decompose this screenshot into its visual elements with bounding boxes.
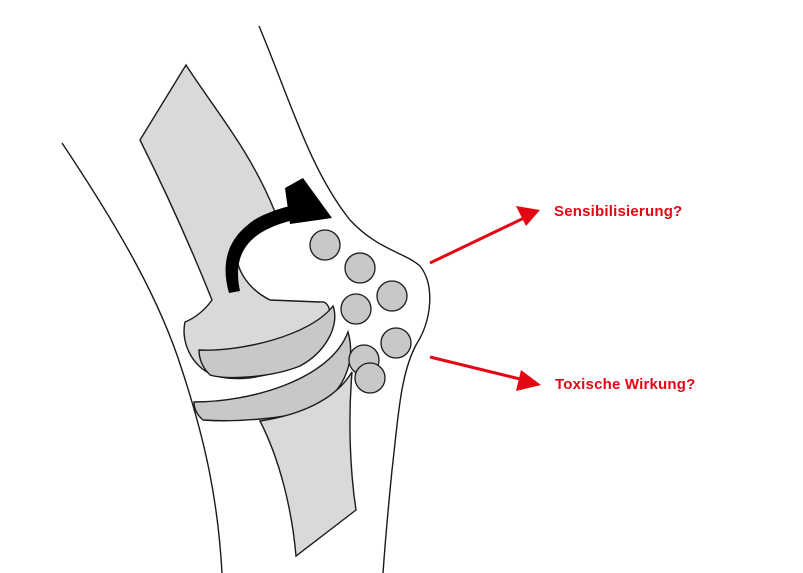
arrow-right-down-icon: [429, 355, 525, 382]
sensitization-label: Sensibilisierung?: [554, 203, 683, 220]
arrow-right-up-icon: [429, 216, 525, 265]
particle: [309, 229, 341, 261]
wear-particles: [309, 229, 412, 394]
curved-arrow-icon: [225, 206, 294, 293]
curved-arrow-head-icon: [285, 178, 332, 224]
tibia-bone: [258, 371, 357, 558]
particle: [354, 362, 386, 394]
particle: [376, 280, 408, 312]
femoral-implant-component: [198, 304, 336, 379]
particle: [344, 252, 376, 284]
particle: [340, 293, 372, 325]
arrow-right-up-head-icon: [516, 206, 540, 226]
toxic-effect-label: Toxische Wirkung?: [555, 376, 696, 393]
arrow-right-down-head-icon: [516, 370, 541, 391]
leg-outline-right: [258, 25, 431, 573]
particle: [380, 327, 412, 359]
leg-outline-left: [61, 142, 223, 573]
